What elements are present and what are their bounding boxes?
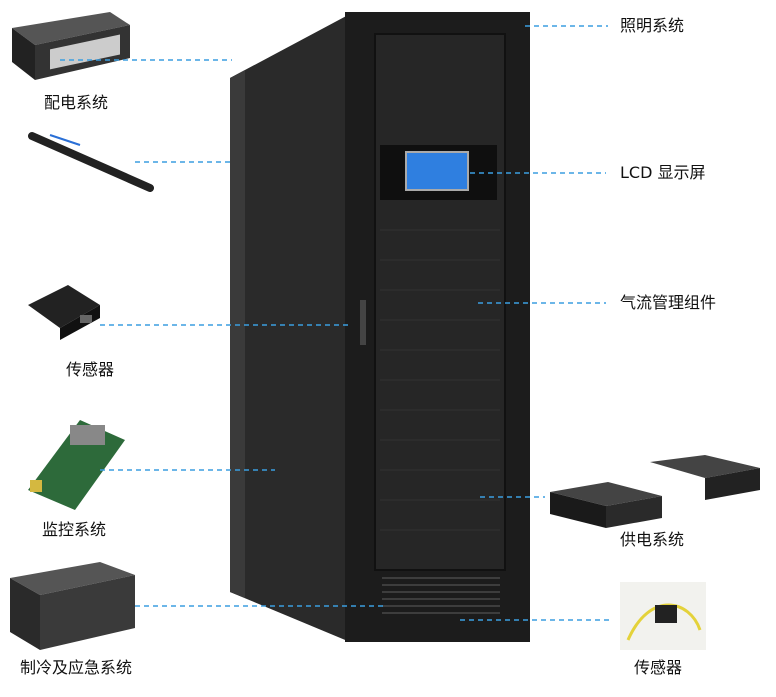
bottom-vent [382,577,500,614]
leader-lines [60,25,612,621]
label-lcd: LCD 显示屏 [620,163,706,182]
label-sensor-left: 传感器 [66,360,115,379]
cooling-unit-image [10,562,135,650]
rack-slots [380,229,500,531]
label-sensor-right: 传感器 [634,658,683,677]
lcd-screen [405,151,469,191]
ups-image [550,455,760,528]
label-airflow: 气流管理组件 [620,293,717,312]
pdu-strip-image [28,132,154,192]
cabinet-side-panel [230,14,350,642]
label-lighting: 照明系统 [620,16,685,35]
sensor-left-image [28,285,100,340]
cabinet-side-shade [230,70,245,598]
label-cooling: 制冷及应急系统 [20,658,133,677]
label-power-supply: 供电系统 [620,530,685,549]
label-monitoring: 监控系统 [42,520,107,539]
monitoring-board-image [28,420,125,510]
cabinet-door-glass [374,33,506,571]
sensor-right-image [620,582,706,650]
label-power-distribution: 配电系统 [44,93,109,112]
power-distribution-unit-image [12,12,130,80]
door-handle [360,300,366,345]
